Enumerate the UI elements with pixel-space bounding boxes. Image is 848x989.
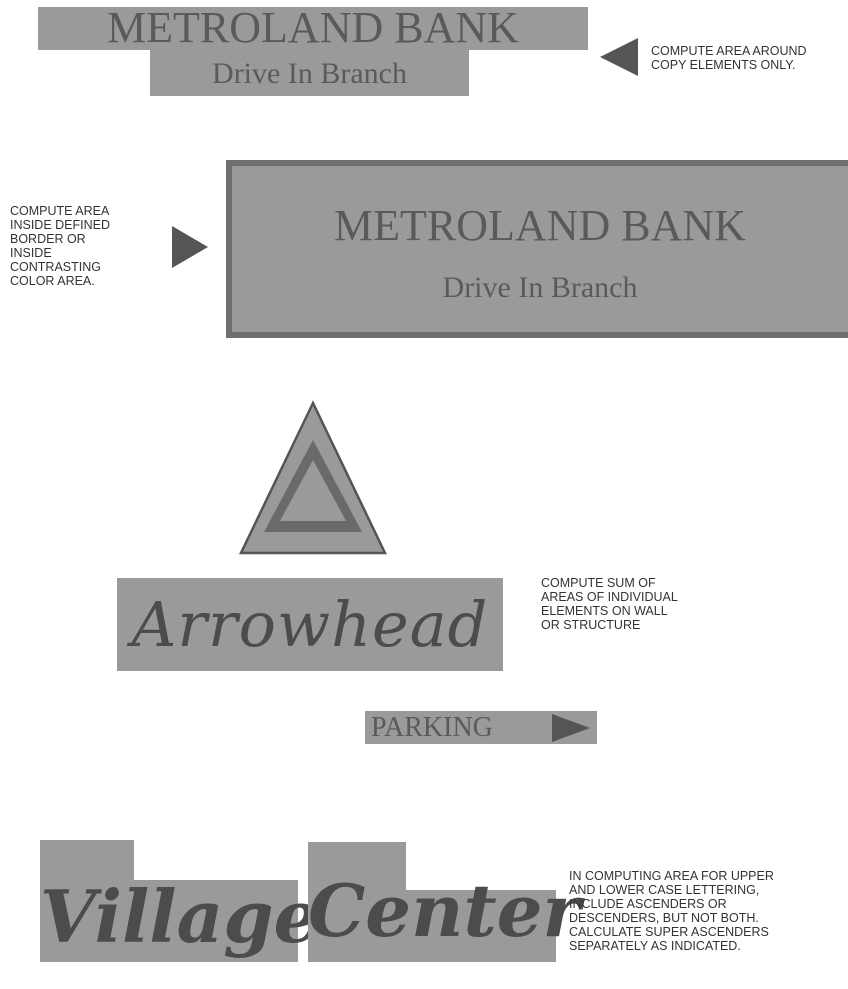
- arrowhead-panel: [117, 578, 503, 671]
- example1-subtitle: Drive In Branch: [212, 57, 407, 90]
- example1-subtitle-panel: [150, 50, 469, 96]
- village-script: Village: [40, 874, 320, 959]
- example3-note: COMPUTE SUM OF AREAS OF INDIVIDUAL ELEME…: [541, 576, 678, 632]
- center-ascender-panel: [308, 842, 406, 890]
- example1-title-panel: [38, 7, 588, 50]
- pointer-right-icon: [172, 226, 208, 268]
- example2-subtitle: Drive In Branch: [442, 271, 638, 304]
- parking-label: PARKING: [371, 712, 493, 743]
- pointer-left-icon: [600, 38, 638, 76]
- arrowhead-script: Arrowhead: [131, 588, 489, 661]
- example4-note: IN COMPUTING AREA FOR UPPER AND LOWER CA…: [569, 869, 774, 953]
- parking-arrow-icon: [552, 714, 590, 742]
- example1-title: METROLAND BANK: [107, 3, 519, 52]
- example2-title: METROLAND BANK: [334, 201, 746, 250]
- village-ascender-panel: [40, 840, 134, 880]
- example2-note: COMPUTE AREA INSIDE DEFINED BORDER OR IN…: [10, 204, 111, 288]
- center-script: Center: [308, 868, 581, 953]
- example2-inner-area: [232, 166, 848, 332]
- center-panel: [308, 890, 556, 962]
- triangle-logo-icon: [239, 400, 387, 555]
- example1-note: COMPUTE AREA AROUND COPY ELEMENTS ONLY.: [651, 44, 807, 72]
- village-panel: [40, 880, 298, 962]
